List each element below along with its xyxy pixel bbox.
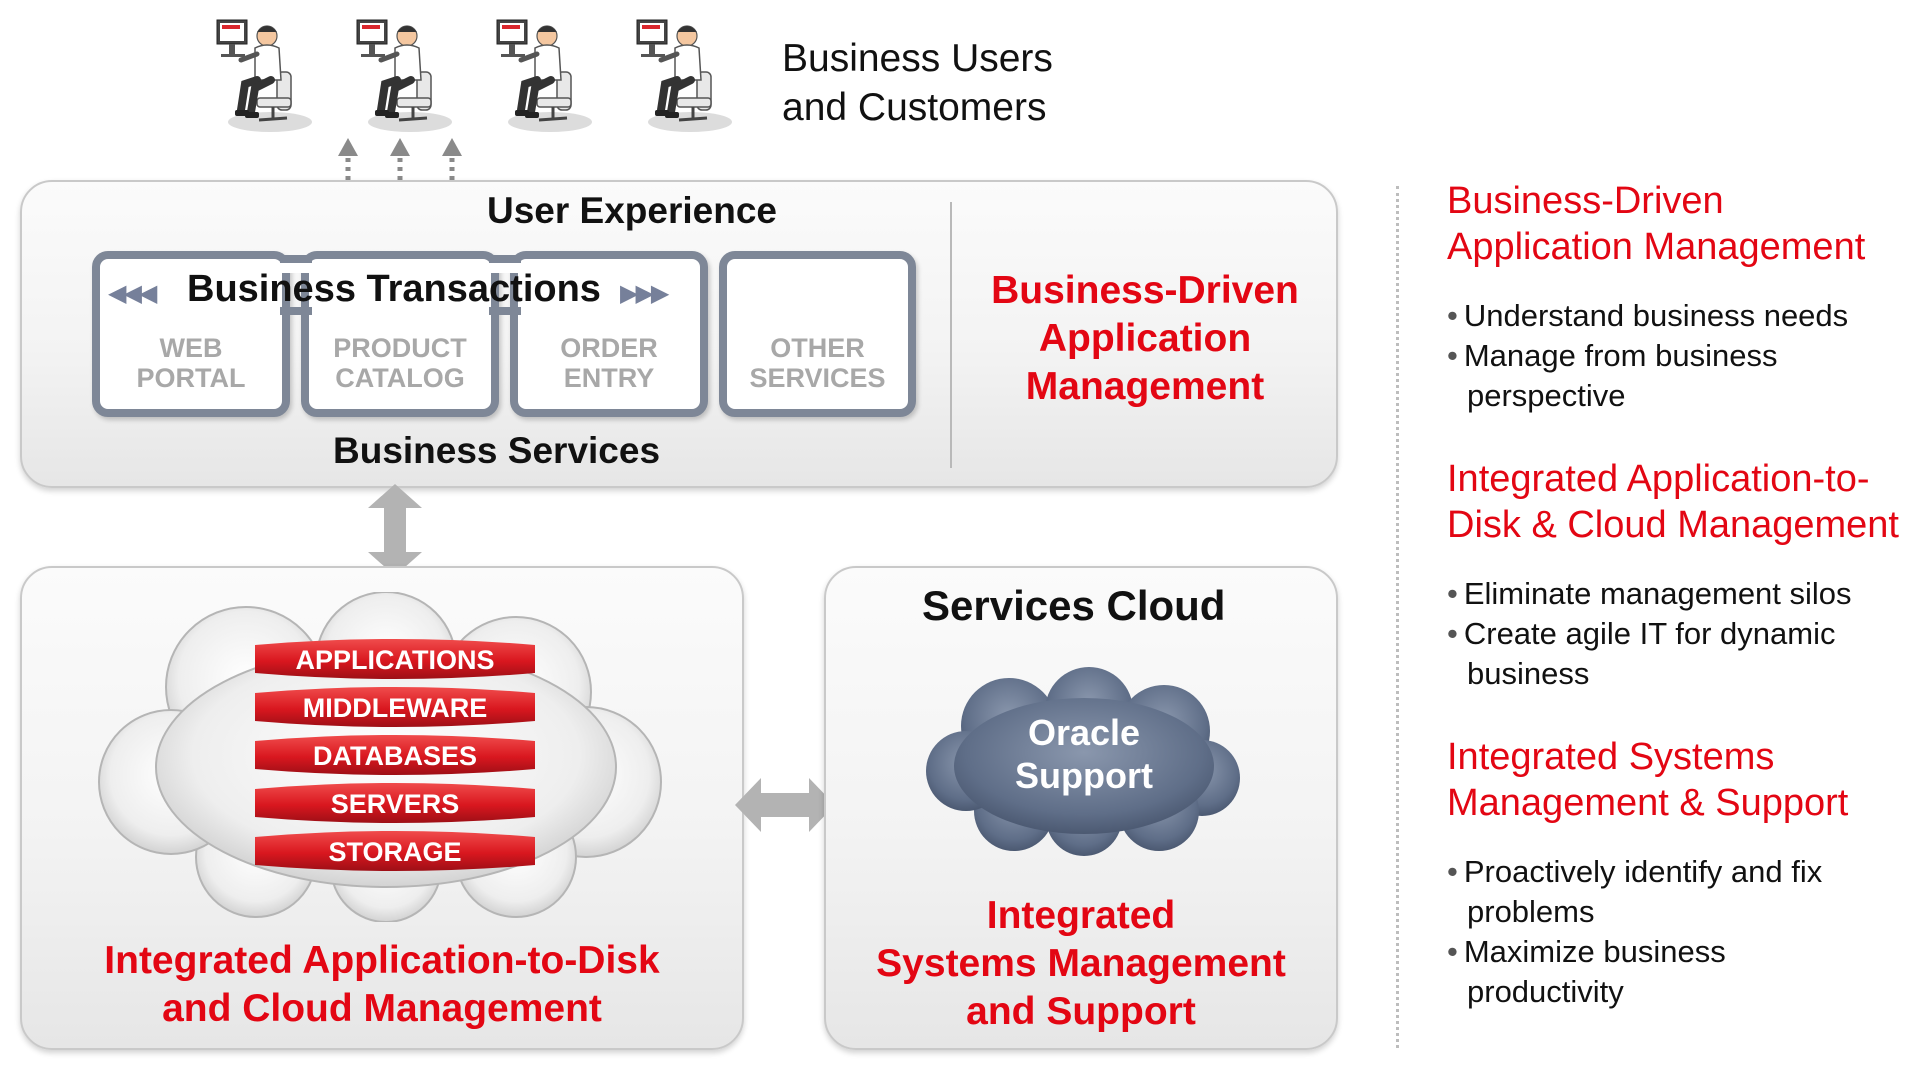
bullet-item: •Eliminate management silos (1447, 574, 1852, 614)
bullet-item: •Proactively identify and fix problems (1447, 852, 1822, 932)
bullet-item: •Manage from business perspective (1447, 336, 1777, 416)
service-box-web-portal (92, 251, 290, 417)
systems-mgmt-caption-line1: Integrated (986, 894, 1176, 937)
stack-layer-label: APPLICATIONS (295, 645, 494, 675)
systems-mgmt-caption: Integrated Systems Management and Suppor… (834, 892, 1328, 1036)
transaction-connector (280, 255, 312, 273)
service-label-line1: WEB (159, 333, 223, 363)
section-heading-app-to-disk: Integrated Application-to- Disk & Cloud … (1447, 456, 1899, 548)
section-heading-business-driven: Business-Driven Application Management (1447, 178, 1865, 270)
section-heading-systems-mgmt: Integrated Systems Management & Support (1447, 734, 1848, 826)
service-box-product-catalog (301, 251, 499, 417)
bullet-text-continued: business (1467, 656, 1590, 691)
section-heading-line2: Application Management (1447, 226, 1866, 268)
column-divider (1396, 186, 1399, 1048)
stack-layer-storage: STORAGE (255, 831, 535, 871)
app-to-disk-caption-line2: and Cloud Management (162, 987, 602, 1030)
service-label-line1: PRODUCT (333, 333, 467, 363)
service-label-line2: CATALOG (335, 363, 465, 393)
bullet-item: •Maximize business productivity (1447, 932, 1726, 1012)
users-label-line1: Business Users (782, 37, 1053, 80)
stack-layer-label: DATABASES (313, 741, 477, 771)
section-heading-line2: Management & Support (1447, 782, 1849, 824)
section-heading-line1: Integrated Application-to- (1447, 458, 1870, 500)
bullet-dot-icon: • (1447, 934, 1458, 969)
bullet-dot-icon: • (1447, 616, 1458, 651)
panel-divider (950, 202, 952, 468)
stack-layer-applications: APPLICATIONS (255, 639, 535, 679)
bullet-text: Understand business needs (1463, 298, 1849, 333)
service-label-line1: ORDER (560, 333, 658, 363)
transaction-connector (489, 307, 521, 315)
bullet-dot-icon: • (1447, 576, 1458, 611)
bdam-line3: Management (1025, 365, 1265, 408)
bullet-text: Maximize business (1463, 934, 1726, 969)
service-box-other-services (719, 251, 916, 417)
app-to-disk-caption: Integrated Application-to-Disk and Cloud… (30, 937, 734, 1033)
bullet-dot-icon: • (1447, 298, 1458, 333)
oracle-support-line2: Support (1015, 755, 1153, 796)
systems-mgmt-caption-line2: Systems Management (876, 942, 1286, 985)
service-label-other-services: OTHER SERVICES (719, 333, 916, 393)
user-experience-title: User Experience (487, 190, 778, 231)
section-heading-line2: Disk & Cloud Management (1447, 504, 1899, 546)
users-label: Business Users and Customers (782, 34, 1053, 132)
bullet-text: Proactively identify and fix (1463, 854, 1823, 889)
services-cloud-title: Services Cloud (922, 582, 1226, 629)
bullet-text: Create agile IT for dynamic (1463, 616, 1836, 651)
service-label-web-portal: WEB PORTAL (92, 333, 290, 393)
users-label-line2: and Customers (782, 86, 1047, 129)
bullet-item: •Create agile IT for dynamic business (1447, 614, 1835, 694)
service-box-order-entry (510, 251, 708, 417)
systems-mgmt-caption-line3: and Support (966, 990, 1196, 1033)
section-heading-line1: Integrated Systems (1447, 736, 1775, 778)
stack-layer-databases: DATABASES (255, 735, 535, 775)
transaction-connector (280, 307, 312, 315)
oracle-support-label: Oracle Support (924, 711, 1244, 797)
arrows-right-icon: ▶▶▶ (620, 280, 669, 307)
cloud-icon (926, 667, 1240, 856)
bullet-text-continued: productivity (1467, 974, 1624, 1009)
stack-layer-middleware: MIDDLEWARE (255, 687, 535, 727)
bdam-line2: Application (1038, 317, 1252, 360)
bullet-text: Eliminate management silos (1463, 576, 1852, 611)
service-label-line1: OTHER (770, 333, 865, 363)
app-to-disk-caption-line1: Integrated Application-to-Disk (104, 939, 660, 982)
arrows-left-icon: ◀◀◀ (108, 280, 157, 307)
service-label-order-entry: ORDER ENTRY (510, 333, 708, 393)
bullet-item: •Understand business needs (1447, 296, 1848, 336)
section-heading-line1: Business-Driven (1447, 180, 1724, 222)
bullet-text-continued: problems (1467, 894, 1595, 929)
gray-double-arrow-icon (735, 778, 835, 832)
transaction-connector (489, 255, 521, 273)
oracle-support-line1: Oracle (1027, 712, 1141, 753)
user-at-computer-icon (215, 14, 315, 134)
service-label-product-catalog: PRODUCT CATALOG (301, 333, 499, 393)
stack-layers: APPLICATIONS MIDDLEWARE DATABASES SERVER… (255, 639, 535, 871)
user-at-computer-icon (355, 14, 455, 134)
stack-layer-servers: SERVERS (255, 783, 535, 823)
stack-layer-label: STORAGE (328, 837, 461, 867)
bdam-title: Business-Driven Application Management (965, 267, 1325, 411)
stack-layer-label: SERVERS (331, 789, 460, 819)
user-at-computer-icon (495, 14, 595, 134)
bullet-dot-icon: • (1447, 854, 1458, 889)
user-at-computer-icon (635, 14, 735, 134)
business-services-title: Business Services (333, 430, 661, 471)
bullet-text-continued: perspective (1467, 378, 1626, 413)
service-label-line2: PORTAL (136, 363, 246, 393)
bullet-text: Manage from business (1463, 338, 1778, 373)
bullet-dot-icon: • (1447, 338, 1458, 373)
gray-double-arrow-icon (368, 484, 422, 576)
stack-layer-label: MIDDLEWARE (303, 693, 488, 723)
business-transactions-label: Business Transactions (187, 268, 601, 310)
bdam-line1: Business-Driven (991, 269, 1299, 312)
service-label-line2: SERVICES (749, 363, 886, 393)
service-label-line2: ENTRY (563, 363, 655, 393)
